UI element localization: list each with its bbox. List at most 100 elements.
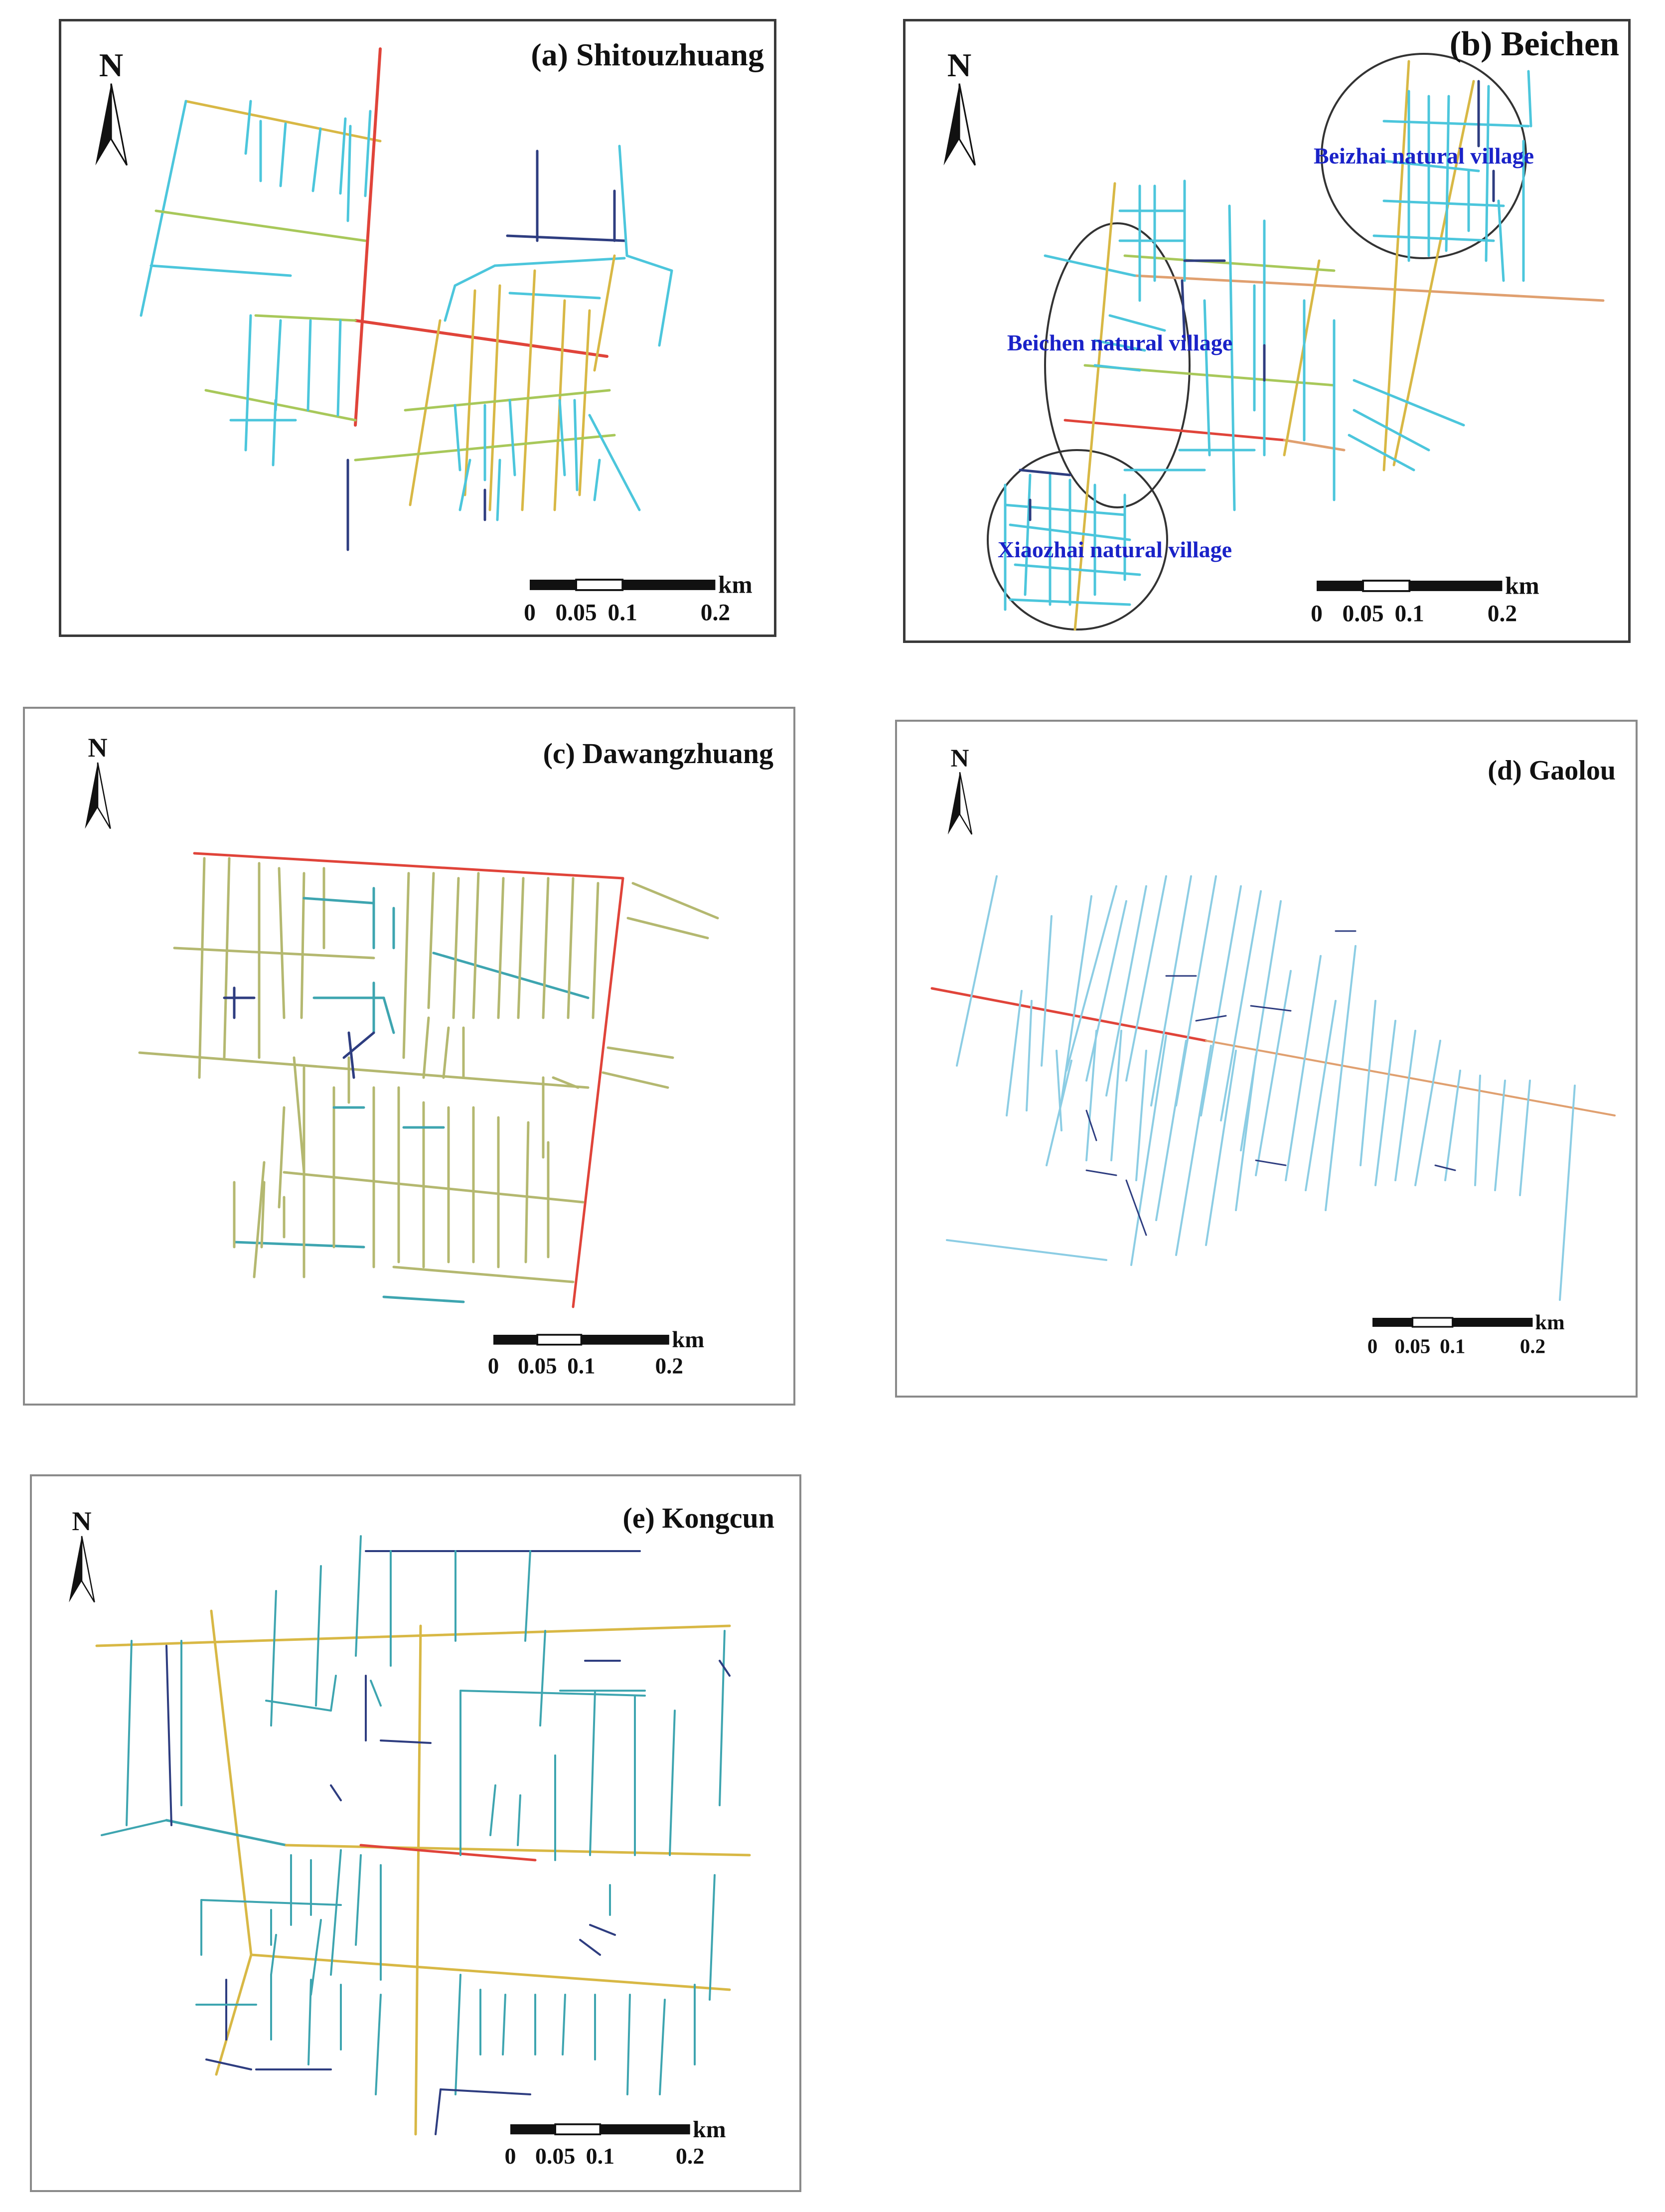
road-segment (930, 987, 1208, 1042)
road-segment (1046, 1060, 1072, 1166)
road-segment (265, 1700, 332, 1712)
road-segment (506, 234, 626, 242)
road-segment (359, 1844, 537, 1862)
road-segment (1434, 1164, 1456, 1171)
road-segment (1125, 875, 1167, 1082)
road-segment (521, 269, 536, 511)
road-segment (625, 254, 673, 272)
road-segment (330, 1849, 342, 1976)
road-segment (592, 882, 600, 1019)
road-segment (223, 857, 231, 1059)
road-segment (1392, 80, 1475, 467)
road-segment (402, 872, 410, 1059)
road-segment (1150, 875, 1192, 1106)
road-segment (1073, 182, 1116, 631)
panel-title: (c) Dawangzhuang (543, 737, 773, 770)
road-segment (1044, 254, 1136, 277)
road-segment (274, 319, 282, 412)
road-segment (1353, 409, 1430, 452)
road-segment (336, 319, 342, 417)
road-segment (1519, 1080, 1531, 1196)
road-segment (1485, 85, 1490, 262)
road-segment (354, 47, 382, 427)
village-boundary-circle (987, 449, 1168, 631)
road-segment (1041, 915, 1053, 1067)
road-segment (342, 1031, 375, 1059)
scale-tick-label: 0 (1311, 601, 1323, 627)
road-segment (422, 1016, 430, 1079)
scale-tick-label: 0.2 (676, 2143, 705, 2169)
scale-tick-label: 0.1 (608, 600, 637, 626)
scale-tick-label: 0.2 (1520, 1335, 1545, 1358)
road-segment (1372, 234, 1495, 242)
road-segment (154, 209, 367, 242)
road-segment (1203, 299, 1211, 457)
scale-tick-label: 0.2 (701, 600, 730, 626)
road-segment (1085, 1030, 1097, 1161)
road-segment (1135, 1050, 1147, 1181)
road-segment (1133, 274, 1605, 302)
road-segment (200, 1899, 342, 1906)
road-segment (260, 1181, 266, 1249)
scale-tick-label: 0.05 (535, 2143, 576, 2169)
road-segment (1130, 1035, 1167, 1266)
road-segment (463, 289, 476, 496)
road-segment (1444, 1070, 1461, 1181)
scale-tick-label: 0.05 (1394, 1335, 1430, 1358)
road-segment (593, 459, 601, 501)
scale-tick-label: 0.05 (518, 1353, 557, 1378)
road-segment (1445, 95, 1450, 252)
road-segment (193, 852, 624, 880)
road-segment (589, 1924, 616, 1936)
road-segment (1325, 945, 1357, 1211)
road-segment (442, 1026, 450, 1079)
road-segment (210, 1609, 253, 1956)
road-segment (409, 319, 442, 506)
road-segment (1527, 70, 1532, 128)
road-segment (1065, 885, 1117, 1072)
road-segment (1250, 1005, 1292, 1012)
road-segment (303, 897, 375, 905)
road-segment (1155, 1040, 1187, 1221)
road-segment (496, 459, 501, 521)
road-segment (454, 404, 461, 472)
road-segment (579, 1939, 601, 1956)
road-segment (1085, 1109, 1097, 1141)
road-segment (427, 872, 435, 1009)
road-segment (270, 1934, 277, 1976)
scale-tick-label: 0 (524, 600, 536, 626)
road-segment (205, 2058, 252, 2070)
road-segment (573, 399, 579, 491)
road-segment (444, 284, 456, 322)
road-segment (1110, 1030, 1122, 1161)
road-segment (1374, 1020, 1396, 1186)
road-segment (606, 1046, 674, 1059)
road-segment (1026, 1000, 1033, 1111)
scale-tick-label: 0 (505, 2143, 516, 2169)
scale-unit: km (672, 1327, 704, 1353)
north-arrow-icon: N (95, 46, 128, 166)
north-label: N (947, 46, 972, 84)
scale-unit: km (718, 571, 753, 599)
road-segment (198, 857, 206, 1079)
road-segment (278, 1106, 286, 1209)
road-segment (542, 877, 550, 1019)
road-segment (244, 100, 252, 155)
road-segment (497, 877, 505, 1019)
road-segment (1285, 955, 1322, 1181)
road-segment (552, 1076, 580, 1089)
scale-tick-label: 0.1 (1440, 1335, 1465, 1358)
road-segment (440, 2088, 531, 2095)
road-segment (588, 414, 641, 511)
scale-tick-label: 0.1 (586, 2143, 615, 2169)
road-segment (659, 1999, 666, 2095)
road-segment (488, 284, 501, 511)
north-label: N (72, 1506, 91, 1536)
road-segment (414, 1624, 422, 2136)
road-segment (244, 314, 252, 452)
scale-unit: km (1535, 1311, 1564, 1334)
